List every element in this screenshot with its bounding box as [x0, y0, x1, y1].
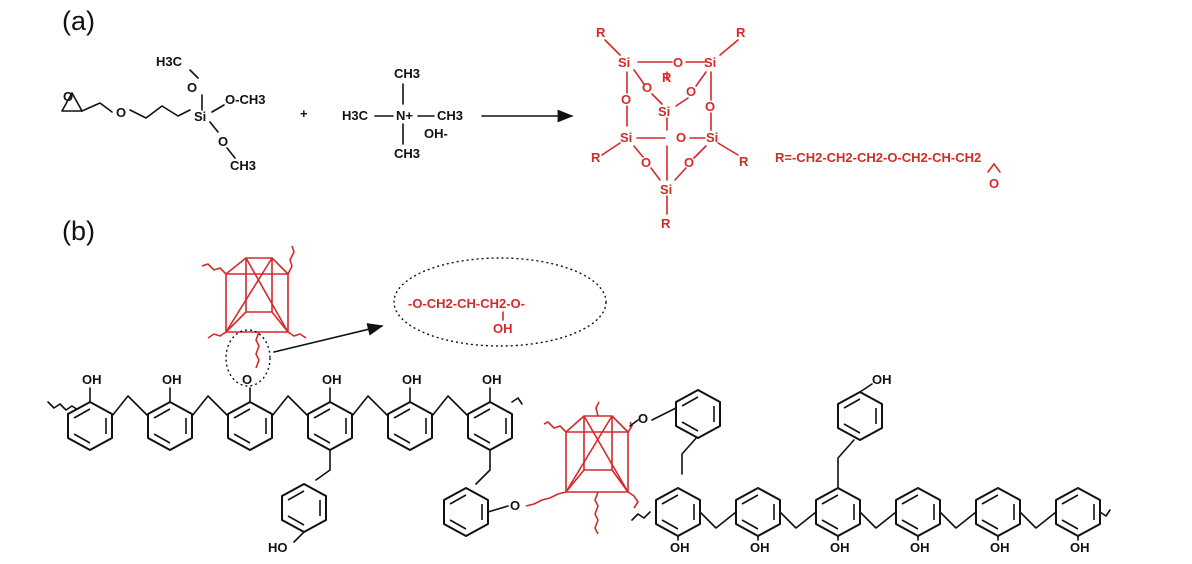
poss-o-7: O	[641, 155, 651, 170]
svg-text:O: O	[116, 105, 126, 120]
zoom-callout-ellipse	[393, 257, 607, 347]
r-group-definition: R=-CH2-CH2-CH2-O-CH2-CH-CH2	[775, 150, 981, 165]
poss-cage-structure	[601, 39, 1001, 215]
panel-label-a: (a)	[62, 6, 95, 36]
oh-label-5: OH	[482, 372, 502, 387]
silane-methyl-top: H3C	[156, 54, 183, 69]
oh-label-r3: OH	[830, 540, 850, 555]
zoom-source-ellipse	[225, 329, 271, 387]
poss-si-1: Si	[618, 55, 630, 70]
poss-si-2: Si	[704, 55, 716, 70]
oh-label-1: OH	[82, 372, 102, 387]
oh-label-4: OH	[402, 372, 422, 387]
epoxy-silane-structure: O O	[61, 69, 236, 159]
silane-methoxy-right: O-CH3	[225, 92, 265, 107]
oh-label-r6: OH	[1070, 540, 1090, 555]
zoom-linkage-oh: OH	[493, 321, 513, 336]
tmah-methyl-bottom: CH3	[394, 146, 420, 161]
left-chain-rings	[67, 401, 513, 537]
ho-label-lower: HO	[268, 540, 288, 555]
poss-si-3: Si	[658, 104, 670, 119]
poss-r-top-left: R	[596, 25, 606, 40]
cage-link-oxygen: O	[242, 372, 252, 387]
poss-o-4: O	[686, 84, 696, 99]
tmah-hydroxide: OH-	[424, 126, 448, 141]
silane-silicon: Si	[194, 109, 206, 124]
oh-label-r5: OH	[990, 540, 1010, 555]
ether-o-right: O	[638, 411, 648, 426]
silane-oxygen-top: O	[187, 80, 197, 95]
tmah-methyl-right: CH3	[437, 108, 463, 123]
svg-text:O: O	[63, 89, 73, 104]
lower-phenol-ho-bond	[293, 531, 305, 543]
r-group-epoxy-oxygen: O	[989, 176, 999, 191]
poss-r-center: R	[662, 70, 672, 85]
ether-bond-left	[487, 505, 509, 513]
oh-label-r2: OH	[750, 540, 770, 555]
poss-r-left: R	[591, 150, 601, 165]
ether-bond-right	[629, 419, 639, 427]
zoom-linkage-text: -O-CH2-CH-CH2-O-	[408, 296, 525, 311]
poss-o-1: O	[673, 55, 683, 70]
tmah-structure	[374, 83, 435, 145]
silane-methyl-lower: CH3	[230, 158, 256, 173]
left-chain-ring-inner-lines	[73, 408, 507, 530]
tmah-nitrogen: N+	[396, 108, 413, 123]
poss-r-right: R	[739, 154, 749, 169]
poss-o-5: O	[705, 99, 715, 114]
tmah-methyl-top: CH3	[394, 66, 420, 81]
poss-si-5: Si	[706, 130, 718, 145]
poss-o-2: O	[621, 92, 631, 107]
right-phenolic-chain	[631, 383, 1111, 541]
ether-o-left: O	[510, 498, 520, 513]
oh-label-r1: OH	[670, 540, 690, 555]
silane-oxygen-lower: O	[218, 134, 228, 149]
poss-o-8: O	[684, 155, 694, 170]
poss-cage-crosslink	[525, 401, 639, 535]
poss-r-bottom: R	[661, 216, 671, 231]
plus-sign: +	[300, 106, 308, 121]
zoom-arrow	[273, 323, 384, 353]
oh-label-2: OH	[162, 372, 182, 387]
tmah-methyl-left: H3C	[342, 108, 369, 123]
poss-si-6: Si	[660, 182, 672, 197]
poss-cage-top	[201, 245, 307, 369]
right-chain-ring-inner-lines	[661, 396, 1095, 530]
poss-o-3: O	[642, 80, 652, 95]
oh-label-r4: OH	[910, 540, 930, 555]
oh-label-3: OH	[322, 372, 342, 387]
poss-si-4: Si	[620, 130, 632, 145]
poss-o-6: O	[676, 130, 686, 145]
panel-label-b: (b)	[62, 216, 95, 246]
poss-r-top-right: R	[736, 25, 746, 40]
right-chain-rings	[655, 389, 1101, 537]
left-phenolic-chain	[47, 387, 523, 485]
oh-label-right-top: OH	[872, 372, 892, 387]
